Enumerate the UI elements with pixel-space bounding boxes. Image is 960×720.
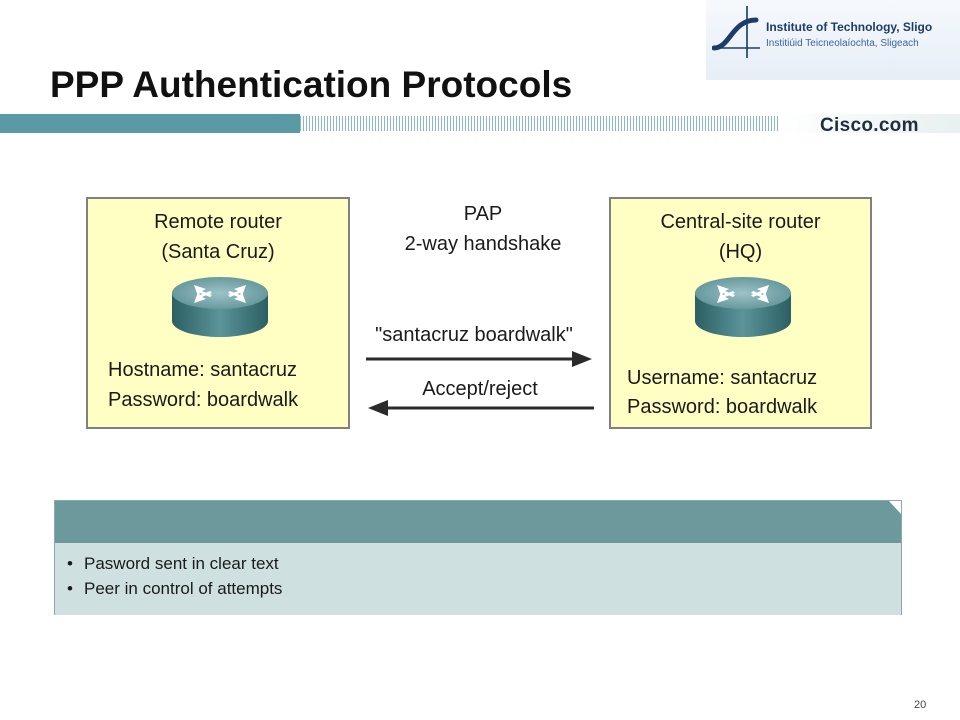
- bullet-icon: •: [67, 579, 73, 598]
- logo-divider: [746, 6, 748, 58]
- handshake-label: 2-way handshake: [404, 233, 562, 255]
- router-icon: [695, 277, 791, 337]
- remote-router-hostname: Hostname: santacruz: [108, 359, 297, 381]
- page-number: 20: [914, 699, 927, 711]
- institute-logo-panel: [706, 0, 960, 80]
- remote-router-title: Remote router: [154, 211, 282, 233]
- header-band: [0, 114, 300, 133]
- request-message: "santacruz boardwalk": [375, 324, 573, 346]
- header-band-stripes: [300, 116, 780, 131]
- request-arrow-icon: [366, 351, 592, 367]
- bullet-icon: •: [67, 554, 73, 573]
- central-router-title: Central-site router: [660, 211, 821, 233]
- notes-panel-header: [55, 501, 901, 543]
- remote-router-location: (Santa Cruz): [161, 241, 275, 263]
- institute-name: Institute of Technology, Sligo: [766, 20, 933, 34]
- institute-logo-icon: [712, 17, 760, 51]
- response-message: Accept/reject: [422, 378, 538, 400]
- notes-panel: • Pasword sent in clear text • Peer in con…: [54, 500, 902, 615]
- central-router-username: Username: santacruz: [627, 367, 818, 389]
- notes-list: • Pasword sent in clear text • Peer in con…: [55, 543, 901, 601]
- header-band-fade: [780, 114, 960, 133]
- central-router-box: Central-site router (HQ) Username: santa…: [609, 197, 872, 429]
- remote-router-password: Password: boardwalk: [108, 389, 299, 411]
- protocol-name: PAP: [463, 203, 503, 225]
- note-text: Peer in control of attempts: [84, 579, 283, 598]
- institute-name-irish: Institiúid Teicneolaíochta, Sligeach: [766, 38, 919, 49]
- note-text: Pasword sent in clear text: [84, 554, 279, 573]
- list-item: • Peer in control of attempts: [67, 576, 901, 601]
- remote-router-box: Remote router (Santa Cruz) Hostname: san…: [86, 197, 350, 429]
- response-arrow-icon: [368, 400, 594, 416]
- central-router-password: Password: boardwalk: [627, 396, 818, 418]
- router-icon: [172, 277, 268, 337]
- slide-title: PPP Authentication Protocols: [50, 64, 573, 105]
- notes-panel-body: • Pasword sent in clear text • Peer in con…: [55, 543, 901, 615]
- central-router-location: (HQ): [718, 241, 763, 263]
- list-item: • Pasword sent in clear text: [67, 551, 901, 576]
- cisco-brand: Cisco.com: [820, 115, 919, 136]
